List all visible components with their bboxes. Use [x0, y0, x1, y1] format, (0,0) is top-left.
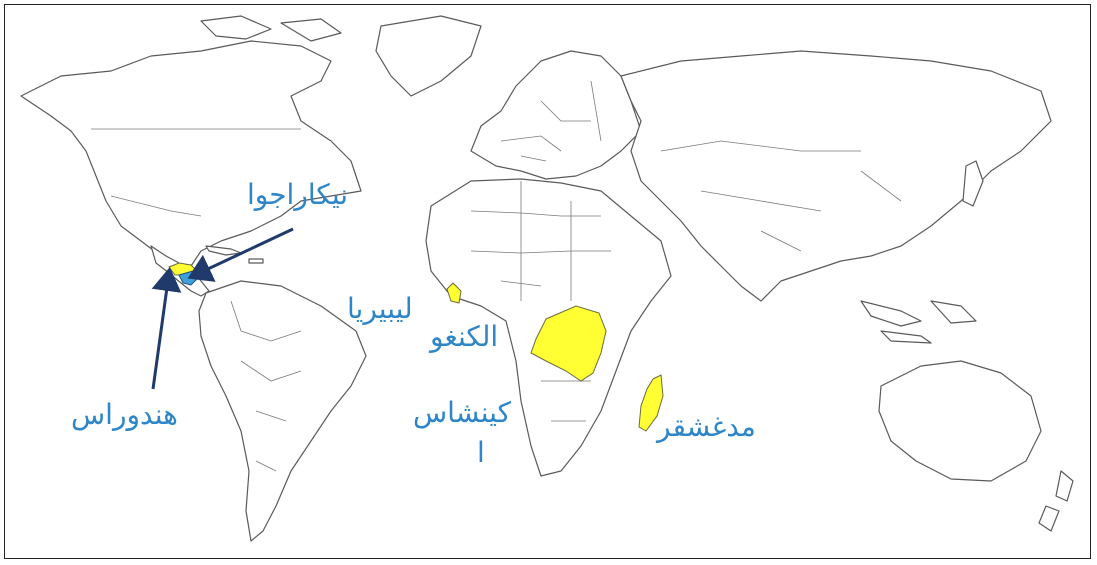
asia [620, 50, 1052, 302]
south-america-borders [230, 300, 302, 472]
australia [878, 360, 1042, 482]
arctic-islands [200, 15, 342, 42]
label-congo: الكنغو [430, 320, 499, 353]
japan [962, 160, 984, 207]
europe [470, 50, 642, 180]
label-honduras: هندوراس [71, 398, 178, 431]
north-america [20, 40, 362, 267]
liberia-shape [446, 282, 462, 304]
label-liberia: ليبيريا [347, 292, 413, 325]
southeast-asia-islands [860, 300, 977, 344]
label-nicaragua: نيكاراجوا [247, 178, 349, 211]
dr-congo-shape [530, 305, 607, 382]
label-madagascar: مدغشقر [657, 410, 756, 443]
label-kinshasa-line2: ا [477, 436, 485, 469]
caribbean-islands [205, 245, 264, 264]
greenland [375, 15, 482, 97]
world-map [20, 15, 1074, 542]
europe-borders [500, 80, 602, 162]
asia-borders [660, 140, 902, 252]
madagascar-shape [638, 374, 664, 432]
new-zealand [1038, 470, 1074, 532]
label-kinshasa-line1: كينشاس [413, 396, 511, 429]
us-mexico-border [110, 195, 202, 217]
arrow-honduras [151, 267, 182, 390]
south-america [198, 280, 367, 542]
arrow-nicaragua [187, 227, 294, 282]
map-frame: نيكاراجوا هندوراس ليبيريا الكنغو كينشاس … [4, 4, 1091, 559]
